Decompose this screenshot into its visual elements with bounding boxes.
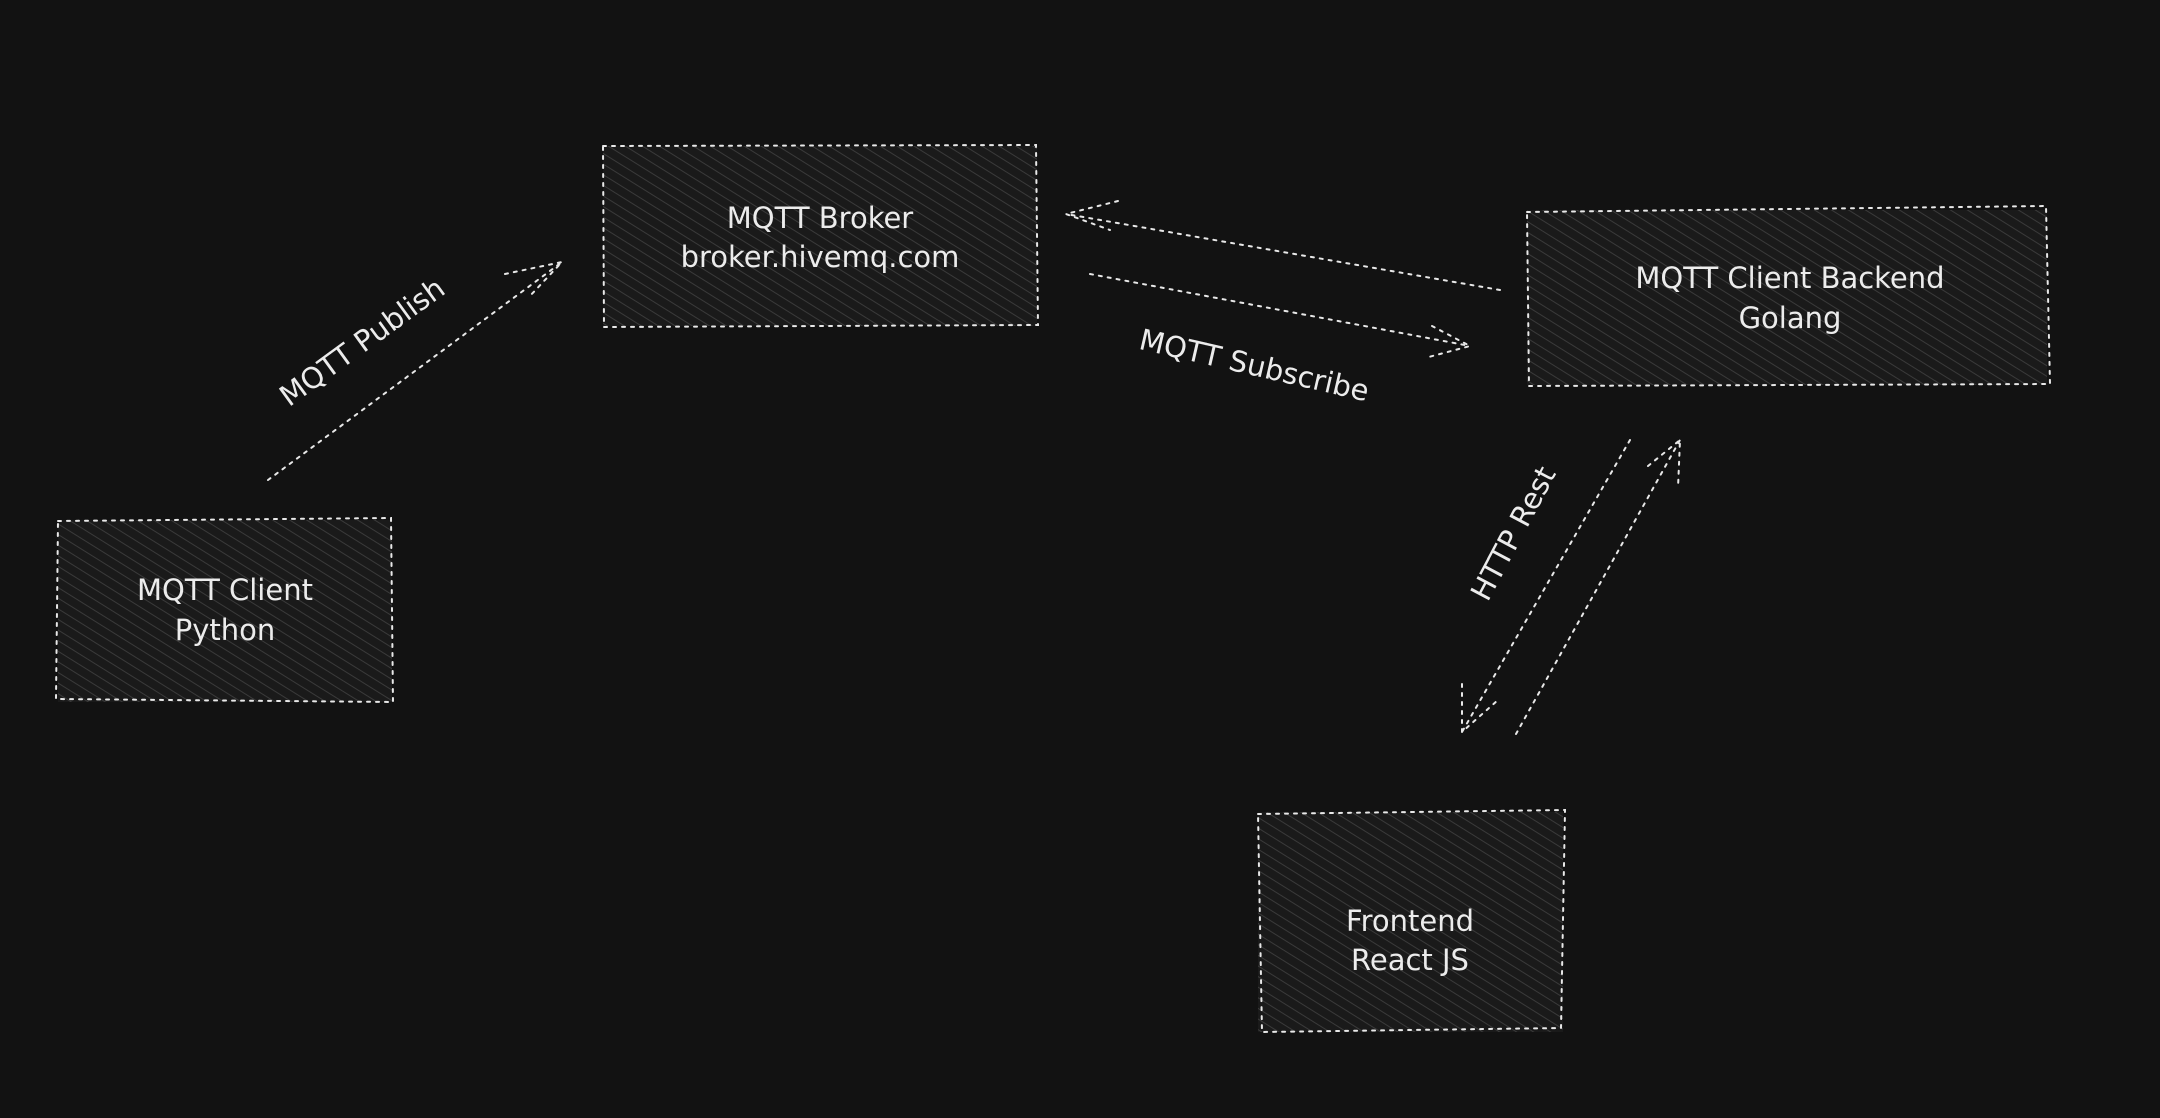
subscribe-label: MQTT Subscribe	[1136, 322, 1372, 408]
publish-label: MQTT Publish	[273, 271, 451, 413]
http-label: HTTP Rest	[1464, 461, 1563, 606]
backend-to-broker-arrow	[1065, 200, 1501, 291]
frontend-node[interactable]: Frontend React JS	[1256, 808, 1567, 1034]
backend-language: Golang	[1739, 301, 1842, 335]
broker-title: MQTT Broker	[727, 201, 914, 235]
python-client-node[interactable]: MQTT Client Python	[54, 516, 395, 704]
python-client-language: Python	[175, 613, 276, 647]
backend-to-frontend-arrow	[1461, 439, 1631, 733]
broker-host: broker.hivemq.com	[681, 240, 960, 274]
python-client-title: MQTT Client	[137, 573, 313, 607]
backend-title: MQTT Client Backend	[1635, 261, 1944, 295]
frontend-to-backend-arrow	[1515, 439, 1681, 735]
backend-node[interactable]: MQTT Client Backend Golang	[1525, 204, 2052, 388]
broker-to-backend-arrow	[1089, 273, 1471, 359]
frontend-title: Frontend	[1346, 904, 1474, 938]
publish-arrow	[267, 261, 563, 481]
broker-node[interactable]: MQTT Broker broker.hivemq.com	[601, 143, 1040, 329]
frontend-framework: React JS	[1351, 943, 1469, 977]
